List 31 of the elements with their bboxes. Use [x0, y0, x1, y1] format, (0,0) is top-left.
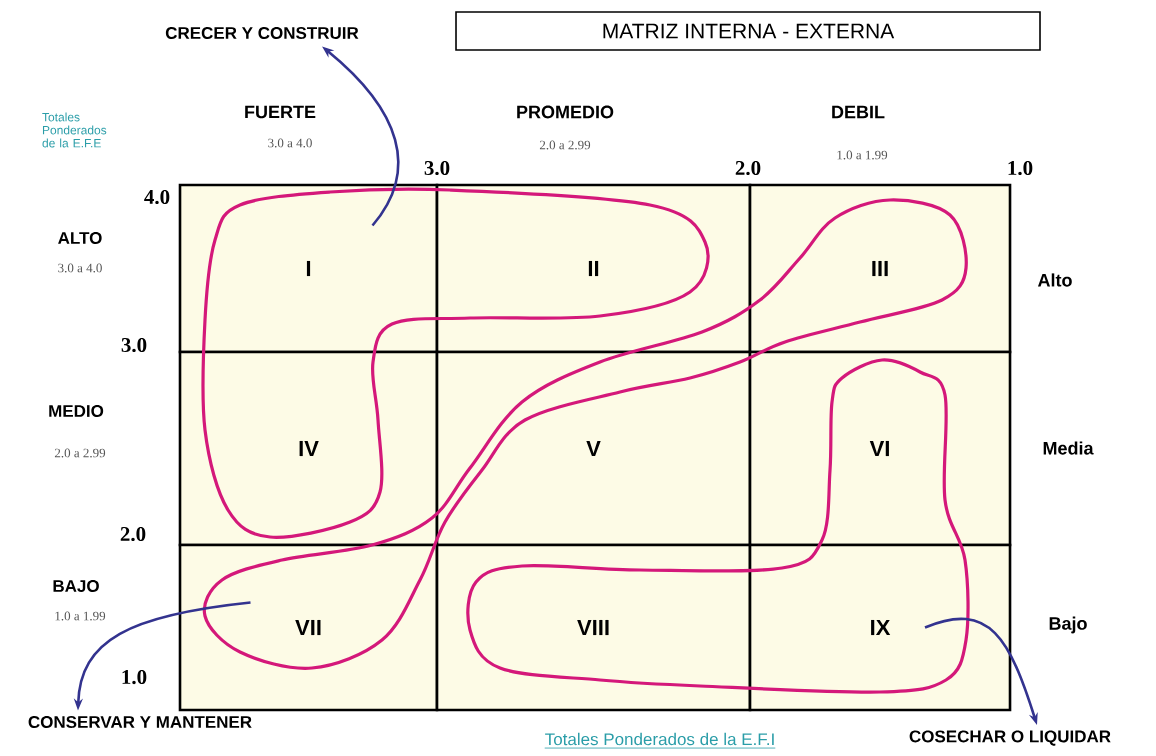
range-label: 1.0 a 1.99: [55, 611, 106, 621]
title-box: MATRIZ INTERNA - EXTERNA: [455, 11, 1041, 51]
matrix-cell: IV: [178, 350, 439, 547]
strategy-label: CONSERVAR Y MANTENER: [28, 716, 252, 728]
scale-value: 2.0: [120, 526, 146, 542]
strategy-label: COSECHAR O LIQUIDAR: [909, 730, 1111, 746]
scale-value: 1.0: [122, 669, 147, 685]
matrix-cell: I: [178, 183, 439, 354]
matrix-cell: VII: [178, 543, 439, 712]
matrix-cell: VI: [748, 350, 1012, 547]
axis-title: Totales Ponderados de la E.F.E: [42, 112, 107, 148]
column-heading: PROMEDIO: [517, 105, 614, 119]
row-heading: MEDIO: [49, 405, 104, 417]
scale-value: 3.0: [424, 160, 450, 176]
range-label: 3.0 a 4.0: [58, 263, 102, 273]
matrix-cell: VIII: [435, 543, 752, 712]
scale-value: 1.0: [1008, 160, 1033, 176]
strategy-label: CRECER Y CONSTRUIR: [165, 27, 359, 39]
column-heading: DEBIL: [832, 105, 885, 119]
scale-value: 3.0: [121, 337, 147, 353]
matrix-cell: IX: [748, 543, 1012, 712]
range-label: 2.0 a 2.99: [54, 448, 106, 458]
axis-title: Totales Ponderados de la E.F.I: [544, 732, 776, 749]
row-label: Alto: [1037, 273, 1072, 287]
matrix-cell: III: [748, 183, 1012, 354]
row-heading: BAJO: [53, 580, 99, 592]
row-heading: ALTO: [58, 232, 102, 244]
scale-value: 2.0: [735, 160, 761, 176]
matrix-cell: V: [435, 350, 752, 547]
matrix-cell: II: [435, 183, 752, 354]
range-label: 3.0 a 4.0: [268, 138, 312, 148]
